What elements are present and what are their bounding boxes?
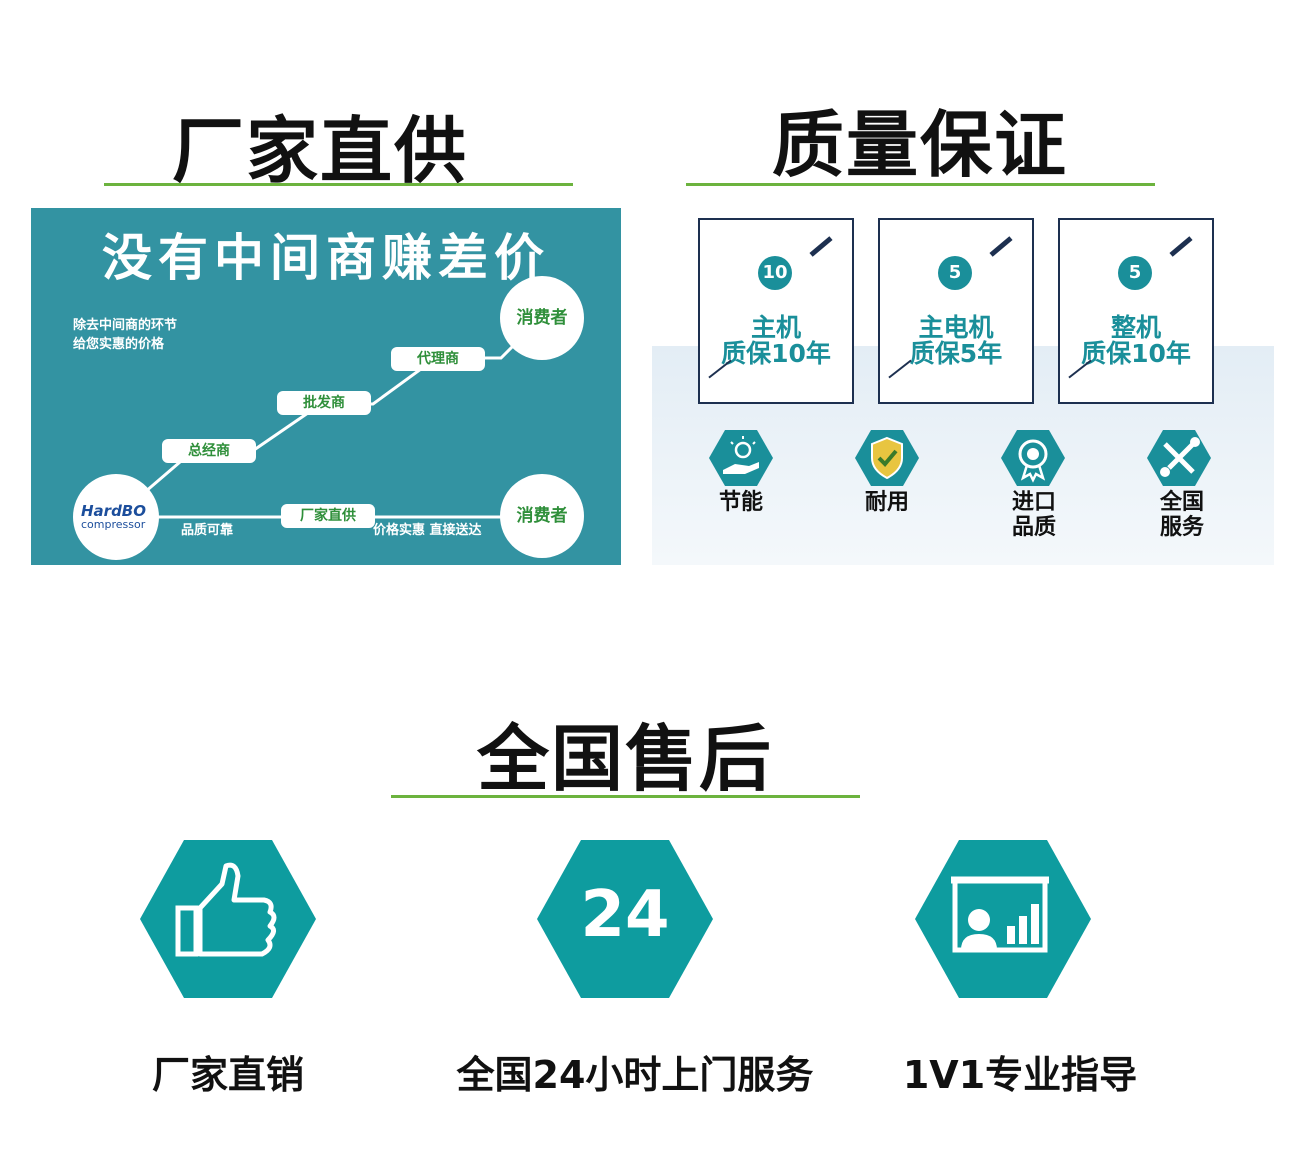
consumer-circle-top: 消费者 [500,276,584,360]
warranty-card: 10 主机 质保10年 [698,218,854,404]
24-hours-text: 24 [580,878,670,952]
chip-agent: 代理商 [391,347,485,371]
warranty-card: 5 主电机 质保5年 [878,218,1034,404]
feature-label-import: 进口 [1011,490,1056,515]
brand-logo: HardBO compressor [73,474,159,560]
presentation-guide-icon [915,840,1091,998]
warranty-card: 5 整机 质保10年 [1058,218,1214,404]
warranty-duration: 质保10年 [721,339,831,368]
label-1v1-guidance: 1V1专业指导 [902,1053,1138,1097]
quality-panel: 10 主机 质保10年 5 主电机 质保5年 5 整机 质保10年 [652,208,1274,565]
no-middleman-panel: 没有中间商赚差价 除去中间商的环节 给您实惠的价格 总经商 批发商 代理商 厂家… [31,208,621,565]
panel-headline: 没有中间商赚差价 [102,229,550,287]
feature-label-nationwide: 全国 [1159,490,1204,515]
warranty-number: 5 [938,256,972,290]
warranty-duration: 质保10年 [1081,339,1191,368]
logo-subtitle: compressor [81,518,146,531]
label-price: 价格实惠 直接送达 [373,523,482,538]
wrench-screwdriver-icon [1147,430,1211,486]
label-factory-direct-sale: 厂家直销 [151,1053,304,1097]
title-underline [104,183,573,186]
thumbs-up-icon [140,840,316,998]
card-accent-slash [809,236,833,257]
24-hours-icon [537,840,713,998]
consumer-circle-bottom: 消费者 [500,474,584,558]
chip-general-distributor: 总经商 [162,439,256,463]
title-underline [686,183,1155,186]
warranty-subject: 主机 [750,313,801,342]
section-title-quality: 质量保证 [771,103,1068,187]
warranty-subject: 主电机 [918,313,994,342]
panel-subtext-line1: 除去中间商的环节 [73,318,178,333]
feature-label-durable: 耐用 [864,490,909,515]
warranty-number: 5 [1118,256,1152,290]
section-title-factory-direct: 厂家直供 [171,109,468,193]
feature-label-service: 服务 [1159,515,1204,540]
warranty-subject: 整机 [1110,313,1161,342]
feature-label-import-quality: 品质 [1011,515,1056,540]
title-underline [391,795,860,798]
certificate-badge-icon [1001,430,1065,486]
feature-label-energy: 节能 [718,490,763,515]
section-title-aftersale: 全国售后 [476,717,773,801]
energy-saving-icon [709,430,773,486]
warranty-number: 10 [758,256,792,290]
logo-wordmark: HardBO [81,502,146,520]
chip-factory-direct: 厂家直供 [281,504,375,528]
durable-shield-icon [855,430,919,486]
panel-subtext-line2: 给您实惠的价格 [73,337,165,352]
label-quality: 品质可靠 [181,523,234,538]
chip-wholesaler: 批发商 [277,391,371,415]
card-accent-slash [989,236,1013,257]
label-24h-service: 全国24小时上门服务 [456,1053,814,1097]
warranty-duration: 质保5年 [909,339,1003,368]
card-accent-slash [1169,236,1193,257]
